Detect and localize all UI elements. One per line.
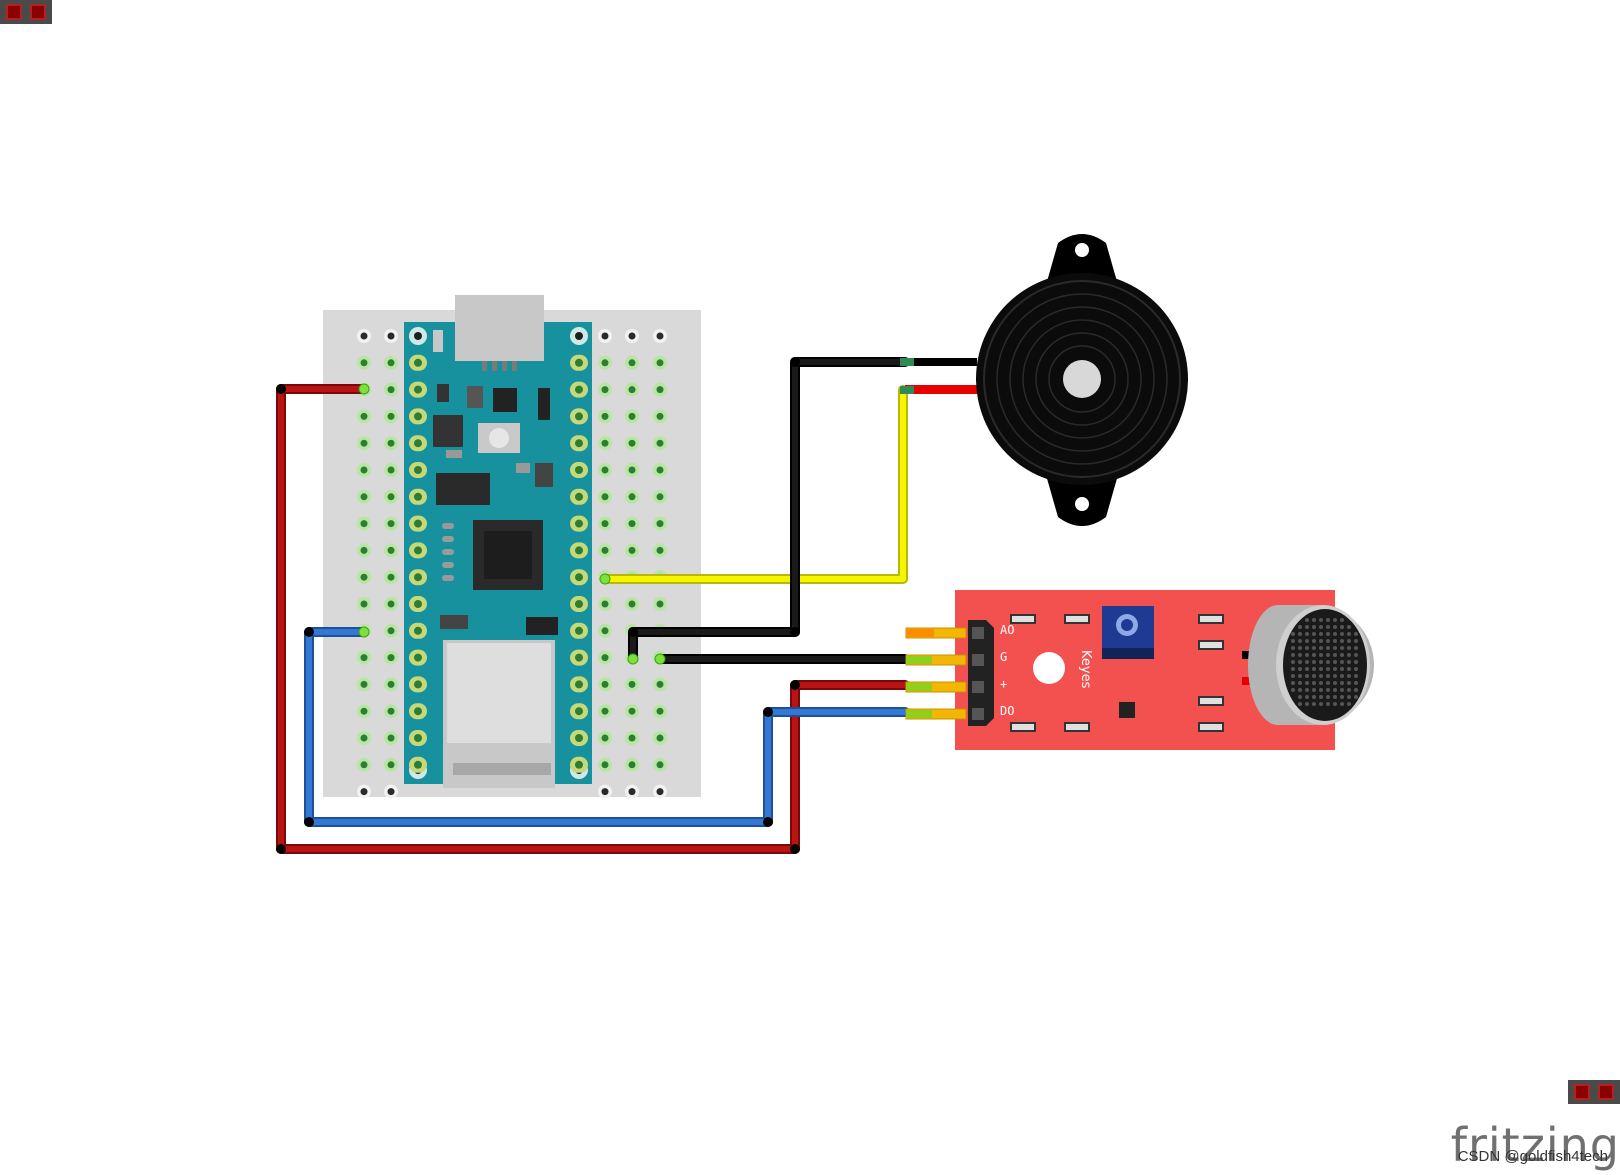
- bottom-right-connector-icon: [1568, 1080, 1620, 1104]
- sensor-pin-label-do: DO: [1000, 704, 1014, 718]
- sensor-brand-label: Keyes: [1078, 650, 1093, 689]
- buzzer-icon: [900, 234, 1188, 526]
- top-left-connector-icon: [0, 0, 52, 24]
- fritzing-logo: fritzing: [1450, 1118, 1620, 1172]
- usb-connector: [455, 295, 544, 361]
- arduino-nano-board: [404, 295, 592, 788]
- microphone-icon: [1248, 605, 1374, 725]
- potentiometer-icon: [1102, 606, 1154, 659]
- sound-sensor-module: AO G + DO Keyes: [905, 590, 1374, 750]
- sensor-pin-label-plus: +: [1000, 677, 1007, 691]
- sensor-pin-label-g: G: [1000, 650, 1007, 664]
- wires: [276, 357, 910, 854]
- sensor-pin-label-ao: AO: [1000, 623, 1014, 637]
- watermark-text: CSDN @goldfish4tech: [1457, 1148, 1608, 1165]
